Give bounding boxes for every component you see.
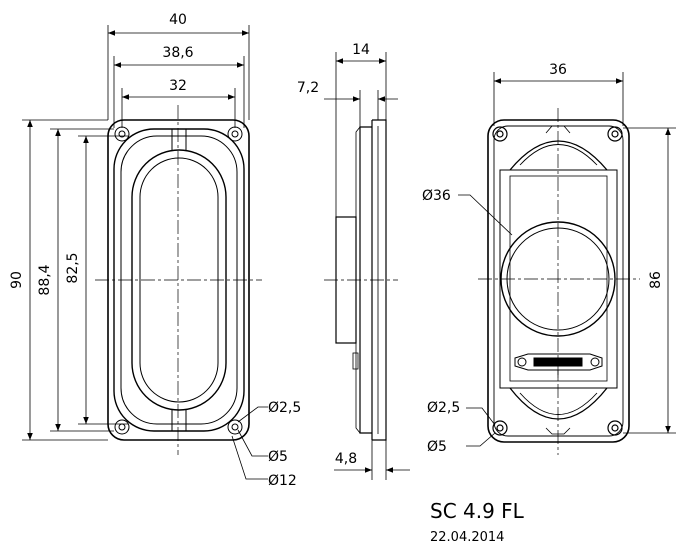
front-dim-hole-diameter: Ø2,5 [268,400,301,416]
front-dim-height-cone: 82,5 [65,252,81,283]
front-dim-outer-diameter: Ø12 [268,473,297,489]
front-surround-outer [113,128,245,432]
back-mounting-holes [492,126,623,436]
back-view [478,108,640,455]
back-dim-height: 86 [648,271,664,289]
drawing-date: 22.04.2014 [430,530,504,545]
front-dim-height-overall: 90 [9,271,25,289]
front-dim-width-cone: 32 [169,78,187,94]
back-terminals [514,353,603,378]
front-view [95,105,262,455]
back-dim-magnet-diameter: Ø36 [422,188,451,204]
side-view [324,119,398,441]
side-dim-flange: 4,8 [335,451,357,467]
side-dim-depth: 14 [352,42,370,58]
side-dimensions [324,52,410,480]
back-frame-outer [487,119,630,443]
front-mounting-holes [114,126,243,435]
front-dim-width-holes: 38,6 [162,45,193,61]
front-dim-pad-diameter: Ø5 [268,449,288,465]
front-dim-width-overall: 40 [169,12,187,28]
front-dim-height-holes: 88,4 [37,264,53,295]
back-dim-width: 36 [549,62,567,78]
side-dim-magnet-offset: 7,2 [297,80,319,96]
back-dimensions [458,72,676,447]
front-dimensions [22,25,268,480]
back-dim-hole-diameter: Ø2,5 [427,400,460,416]
model-title: SC 4.9 FL [430,499,525,523]
back-dim-pad-diameter: Ø5 [427,439,447,455]
